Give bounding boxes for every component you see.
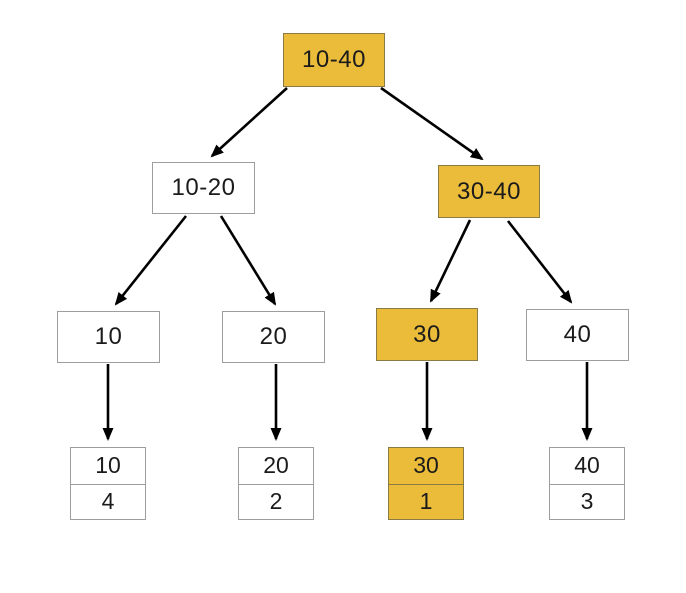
leaf-value: 1 [389,483,463,520]
leaf-value: 3 [550,483,624,520]
edge-30-40-to-40 [506,220,573,304]
leaf-10: 10 4 [70,447,146,520]
node-10-20: 10-20 [152,162,255,214]
node-30: 30 [376,308,478,361]
leaf-key: 10 [95,452,121,479]
leaf-key: 30 [413,452,439,479]
leaf-key: 40 [574,452,600,479]
edge-10-20-to-20 [219,215,277,306]
leaf-20: 20 2 [238,447,314,520]
leaf-40: 40 3 [549,447,625,520]
leaf-key: 20 [263,452,289,479]
node-20: 20 [222,311,325,363]
node-40: 40 [526,309,629,361]
node-30-40: 30-40 [438,165,540,218]
leaf-value: 2 [239,483,313,520]
edge-root-to-30-40 [380,86,484,161]
node-10-40: 10-40 [283,33,385,87]
leaf-30: 30 1 [388,447,464,520]
edge-root-to-10-20 [210,87,288,158]
edge-30-40-to-30 [429,219,472,303]
node-10: 10 [57,311,160,363]
leaf-value: 4 [71,483,145,520]
edge-10-20-to-10 [114,215,188,306]
